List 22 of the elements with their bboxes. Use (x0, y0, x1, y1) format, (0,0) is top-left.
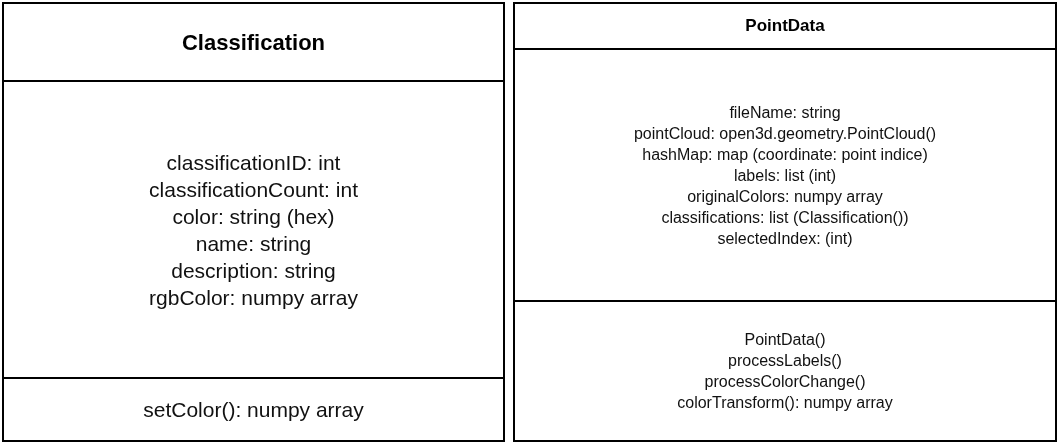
member-text: PointData() (744, 330, 826, 350)
member-text: classificationID: int (166, 149, 341, 176)
member-text: labels: list (int) (733, 165, 837, 186)
member-text: classifications: list (Classification()) (661, 207, 909, 228)
member-text: pointCloud: open3d.geometry.PointCloud() (633, 123, 937, 144)
member-text: processColorChange() (704, 372, 866, 392)
class-box (513, 2, 1057, 442)
member-text: originalColors: numpy array (687, 186, 883, 207)
member-text: selectedIndex: (int) (717, 228, 853, 249)
member-text: hashMap: map (coordinate: point indice) (642, 144, 928, 165)
member-text: classificationCount: int (149, 176, 358, 203)
member-text: colorTransform(): numpy array (677, 393, 893, 413)
member-text: description: string (171, 257, 336, 284)
class-name: PointData (745, 15, 825, 38)
class-name: Classification (181, 28, 325, 57)
member-text: name: string (195, 230, 312, 257)
member-text: setColor(): numpy array (143, 397, 364, 423)
member-text: color: string (hex) (172, 203, 335, 230)
class-box (2, 2, 505, 442)
member-text: fileName: string (729, 102, 841, 123)
member-text: processLabels() (728, 351, 842, 371)
member-text: rgbColor: numpy array (149, 284, 358, 311)
